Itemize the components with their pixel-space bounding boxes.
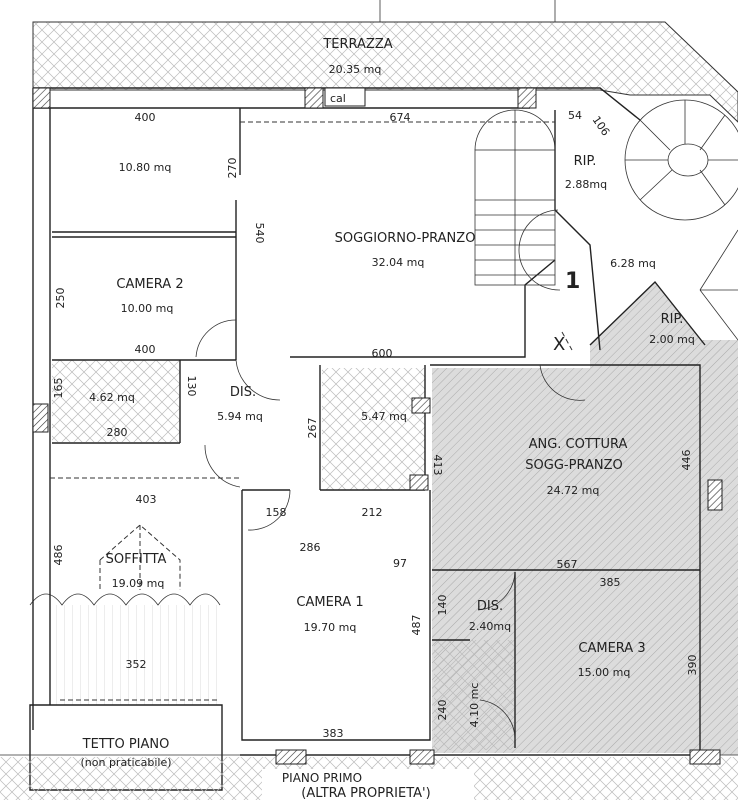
bagno2-area: 5.47 mq (361, 410, 407, 423)
svg-text:385: 385 (600, 576, 621, 589)
spiral-staircase (624, 99, 738, 221)
ang-cottura-label: ANG. COTTURA (529, 437, 628, 452)
soggiorno-label: SOGGIORNO-PRANZO (335, 231, 476, 246)
svg-text:286: 286 (300, 541, 321, 554)
dis2-area: 2.40mq (469, 620, 511, 633)
tetto-note: (non praticabile) (80, 756, 171, 769)
svg-text:165: 165 (52, 378, 65, 399)
camera2-label: CAMERA 2 (116, 277, 183, 292)
soffitta-label: SOFFITTA (106, 552, 167, 567)
svg-text:400: 400 (135, 111, 156, 124)
bagno3-area (434, 640, 514, 750)
ingresso-marker: 1 (565, 269, 580, 294)
rip2-label: RIP. (661, 312, 684, 327)
svg-text:567: 567 (557, 558, 578, 571)
svg-text:54: 54 (568, 109, 582, 122)
dis1-label: DIS. (230, 385, 256, 400)
svg-text:390: 390 (686, 655, 699, 676)
svg-text:140: 140 (436, 595, 449, 616)
soggiorno-area: 32.04 mq (372, 256, 425, 269)
camera2-area: 10.00 mq (121, 302, 174, 315)
dimension-labels: 400 674 54 106 270 540 250 400 600 165 1… (52, 109, 699, 740)
svg-text:97: 97 (393, 557, 407, 570)
svg-text:130: 130 (185, 376, 198, 397)
svg-text:212: 212 (362, 506, 383, 519)
ang-cottura-label-2: SOGG-PRANZO (525, 458, 622, 473)
camera3-area: 15.00 mq (578, 666, 631, 679)
bagno1-area (52, 360, 180, 442)
plan-subtitle: (ALTRA PROPRIETA') (301, 786, 430, 800)
skylight (699, 229, 738, 341)
bagno1-area: 4.62 mq (89, 391, 135, 404)
svg-text:106: 106 (590, 114, 613, 139)
svg-text:352: 352 (126, 658, 147, 671)
svg-text:240: 240 (436, 700, 449, 721)
camera3-label: CAMERA 3 (578, 641, 645, 656)
rip1-label: RIP. (574, 154, 597, 169)
svg-text:400: 400 (135, 343, 156, 356)
straight-staircase (474, 109, 556, 286)
cucina-area: 10.80 mq (119, 161, 172, 174)
svg-text:250: 250 (54, 288, 67, 309)
ang-cottura-area: 24.72 mq (547, 484, 600, 497)
plan-title: PIANO PRIMO (282, 771, 362, 785)
svg-text:403: 403 (136, 493, 157, 506)
tetto-label: TETTO PIANO (82, 737, 170, 752)
svg-text:540: 540 (253, 223, 266, 244)
bagno3-area: 4.10 mc (468, 683, 481, 728)
svg-text:413: 413 (431, 455, 444, 476)
bagno2-area (322, 368, 425, 490)
rip1-area: 2.88mq (565, 178, 607, 191)
svg-text:280: 280 (107, 426, 128, 439)
camera1-area: 19.70 mq (304, 621, 357, 634)
svg-text:486: 486 (52, 545, 65, 566)
cal-label: cal (330, 92, 346, 105)
svg-text:600: 600 (372, 347, 393, 360)
terrace-area (32, 21, 738, 123)
terrazza-area: 20.35 mq (329, 63, 382, 76)
door-x-marker: X (553, 334, 565, 355)
svg-text:487: 487 (410, 615, 423, 636)
svg-text:158: 158 (266, 506, 287, 519)
camera1-label: CAMERA 1 (296, 595, 363, 610)
rip2-area: 2.00 mq (649, 333, 695, 346)
svg-text:270: 270 (226, 158, 239, 179)
svg-text:383: 383 (323, 727, 344, 740)
rip2-area (590, 282, 705, 368)
dis2-label: DIS. (477, 599, 503, 614)
soffitta-area: 19.09 mq (112, 577, 165, 590)
svg-text:674: 674 (390, 111, 411, 124)
ingresso-area: 6.28 mq (610, 257, 656, 270)
svg-text:446: 446 (680, 450, 693, 471)
terrazza-label: TERRAZZA (322, 37, 392, 52)
dis1-area: 5.94 mq (217, 410, 263, 423)
svg-text:267: 267 (306, 418, 319, 439)
